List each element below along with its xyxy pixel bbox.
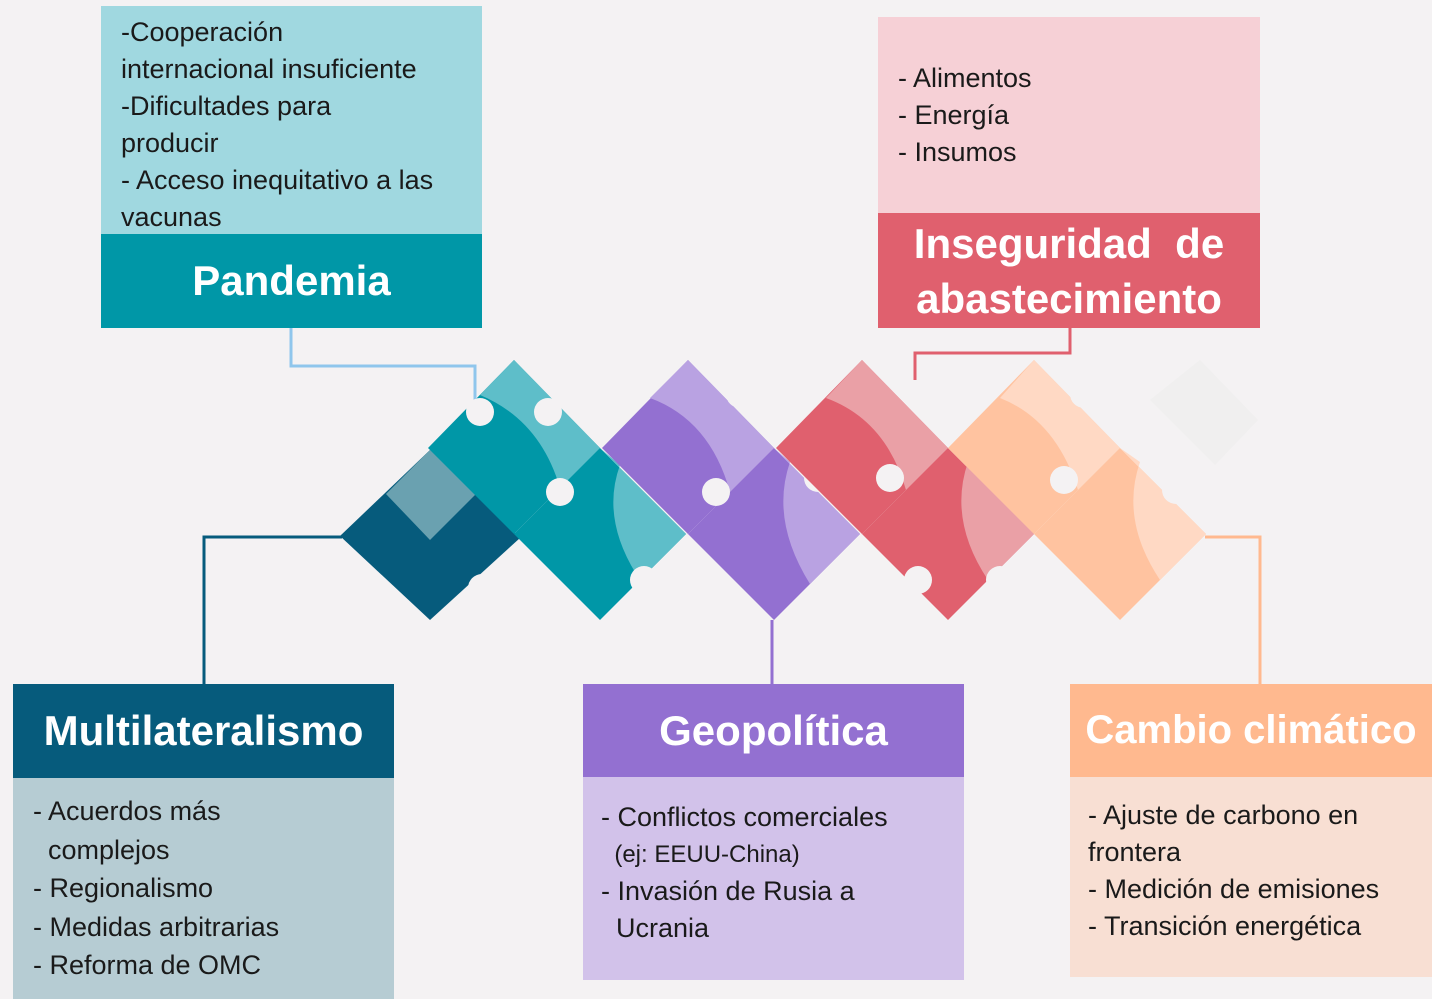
cambio-item: - Transición energética xyxy=(1088,911,1362,941)
puzzle-piece-teal-bottom xyxy=(514,448,686,620)
inseguridad-details: - Alimentos - Energía - Insumos xyxy=(878,17,1260,213)
geopolitica-item: (ej: EEUU-China) xyxy=(601,841,800,868)
pandemia-item: -Dificultades para xyxy=(121,91,332,121)
puzzle-piece-red-top xyxy=(776,360,948,534)
inseguridad-connector xyxy=(913,328,1072,380)
multilateralismo-connector xyxy=(202,535,342,684)
multilateralismo-title: Multilateralismo xyxy=(13,684,394,778)
multilateralismo-details: - Acuerdos más complejos - Regionalismo … xyxy=(13,778,394,999)
geopolitica-details: - Conflictos comerciales (ej: EEUU-China… xyxy=(583,777,964,980)
cambio-connector xyxy=(1205,535,1262,684)
cambio-item: frontera xyxy=(1088,837,1182,867)
pandemia-item: - Acceso inequitativo a las xyxy=(121,165,434,195)
pandemia-item: -Cooperación xyxy=(121,17,284,47)
inseguridad-item: - Alimentos xyxy=(898,63,1032,93)
geopolitica-item: Ucrania xyxy=(601,913,710,943)
cambio-details: - Ajuste de carbono en frontera - Medici… xyxy=(1070,777,1432,977)
pandemia-title: Pandemia xyxy=(101,234,482,328)
puzzle-piece-peach-top xyxy=(948,360,1120,534)
inseguridad-title-line1: Inseguridad de xyxy=(913,219,1225,267)
multilateralismo-item: - Acuerdos más xyxy=(33,796,221,826)
inseguridad-item: - Energía xyxy=(898,100,1010,130)
puzzle-piece-purple-top xyxy=(602,360,774,534)
multilateralismo-item: complejos xyxy=(33,834,170,865)
cambio-item: - Medición de emisiones xyxy=(1088,874,1380,904)
pandemia-item: internacional insuficiente xyxy=(121,54,417,84)
pandemia-item: vacunas xyxy=(121,202,222,232)
multilateralismo-item: - Regionalismo xyxy=(33,873,214,903)
geopolitica-title: Geopolítica xyxy=(583,684,964,777)
geopolitica-item: - Conflictos comerciales xyxy=(601,802,888,832)
pandemia-details: -Cooperación internacional insuficiente … xyxy=(101,6,482,234)
puzzle-piece-faded xyxy=(1144,358,1258,465)
inseguridad-title: Inseguridad de abastecimiento xyxy=(878,213,1260,328)
puzzle-piece-peach-bottom xyxy=(1034,448,1206,620)
inseguridad-title-line2: abastecimiento xyxy=(916,274,1222,322)
puzzle-piece-purple-bottom xyxy=(688,448,860,620)
multilateralismo-item: - Reforma de OMC xyxy=(33,950,262,980)
multilateralismo-item: - Medidas arbitrarias xyxy=(33,911,280,942)
pandemia-connector xyxy=(289,328,477,410)
pandemia-item: producir xyxy=(121,128,219,158)
cambio-item: - Ajuste de carbono en xyxy=(1088,800,1359,830)
cambio-title: Cambio climático xyxy=(1070,684,1432,777)
inseguridad-item: - Insumos xyxy=(898,137,1017,167)
geopolitica-item: - Invasión de Rusia a xyxy=(601,876,855,906)
